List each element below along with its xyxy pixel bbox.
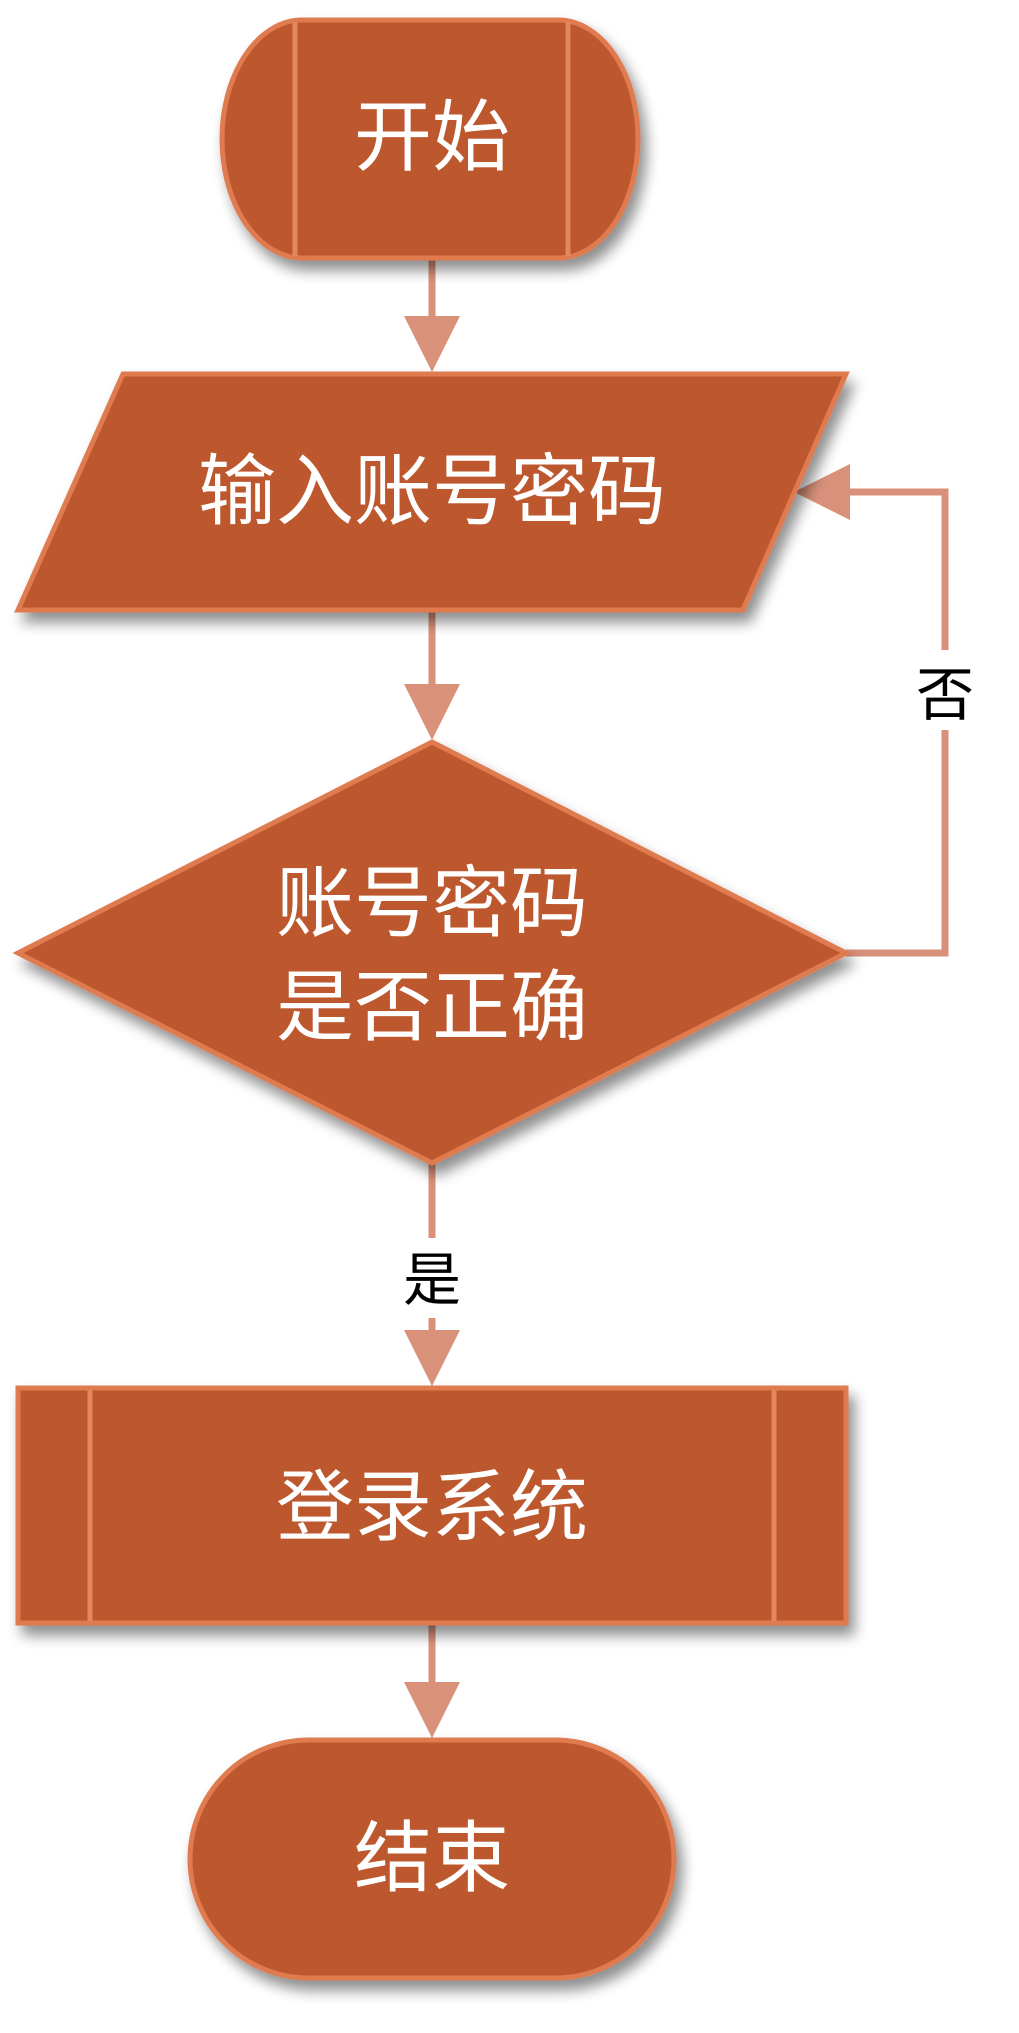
yes-edge-label: 是 bbox=[403, 1246, 461, 1314]
start-node-shape bbox=[219, 17, 641, 261]
input-node bbox=[14, 371, 850, 613]
decision-node-label-line2: 是否正确 bbox=[276, 963, 588, 1053]
arrowhead-login-to-end bbox=[404, 1682, 460, 1738]
arrowhead-decision-to-login bbox=[404, 1330, 460, 1386]
decision-node bbox=[12, 739, 852, 1166]
no-edge-label: 否 bbox=[916, 661, 974, 729]
decision-node-shape bbox=[12, 739, 852, 1166]
arrowhead-no-loop bbox=[794, 464, 850, 520]
start-node-label: 开始 bbox=[354, 93, 510, 183]
login-node-label: 登录系统 bbox=[276, 1463, 588, 1553]
login-node bbox=[15, 1385, 849, 1626]
login-node-shape bbox=[15, 1385, 849, 1626]
end-node-label: 结束 bbox=[354, 1814, 510, 1904]
no-label-bg bbox=[910, 650, 980, 730]
yes-label-bg bbox=[396, 1238, 468, 1318]
input-node-shape bbox=[14, 371, 850, 613]
arrowhead-input-to-decision bbox=[404, 684, 460, 740]
end-node bbox=[187, 1737, 677, 1981]
end-node-shape bbox=[187, 1737, 677, 1981]
decision-node-label-line1: 账号密码 bbox=[276, 859, 588, 949]
start-node bbox=[219, 17, 641, 261]
edge-labels: 否 是 bbox=[396, 650, 980, 1318]
input-node-label: 输入账号密码 bbox=[198, 447, 666, 537]
arrowhead-start-to-input bbox=[404, 316, 460, 372]
